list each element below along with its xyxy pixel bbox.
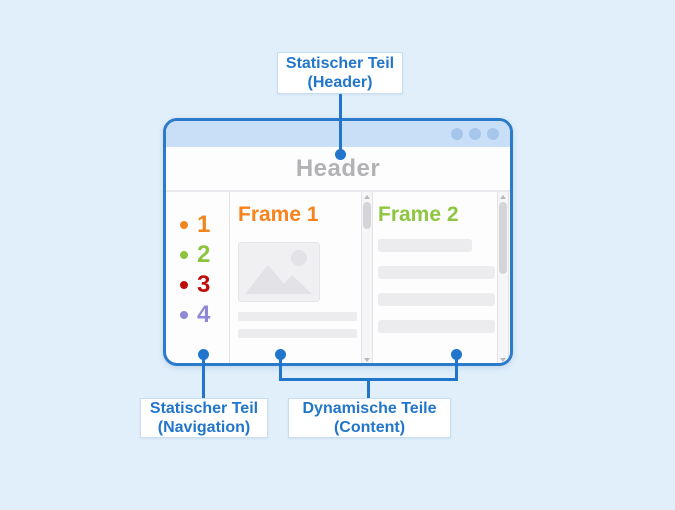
annotation-header-label: Statischer Teil (Header) [277, 52, 403, 94]
nav-item-1[interactable]: 1 [166, 210, 229, 240]
annotation-navigation-label: Statischer Teil (Navigation) [140, 398, 268, 438]
bullet-icon [180, 311, 188, 319]
window-control-dot [451, 128, 463, 140]
window-titlebar [166, 121, 510, 147]
annotation-text: (Header) [307, 74, 373, 91]
bullet-icon [180, 251, 188, 259]
frame1-scrollbar[interactable] [361, 192, 373, 363]
connector-dot-header [335, 149, 346, 160]
nav-item-2[interactable]: 2 [166, 240, 229, 270]
nav-item-label: 2 [197, 241, 211, 268]
bullet-icon [180, 221, 188, 229]
bullet-icon [180, 281, 188, 289]
frame2-scrollbar[interactable] [497, 192, 509, 363]
navigation-frame: 1 2 3 4 [166, 192, 230, 363]
window-control-dot [487, 128, 499, 140]
annotation-content-label: Dynamische Teile (Content) [288, 398, 451, 438]
annotation-text: Dynamische Teile [302, 400, 437, 417]
annotation-text: (Navigation) [157, 419, 251, 436]
scrollbar-thumb[interactable] [363, 202, 371, 229]
annotation-text: Statischer Teil [149, 400, 259, 417]
window-content: 1 2 3 4 Frame 1 [166, 192, 510, 363]
frame2-title: Frame 2 [378, 203, 459, 226]
nav-item-4[interactable]: 4 [166, 300, 229, 330]
scrollbar-thumb[interactable] [499, 202, 507, 274]
nav-item-label: 4 [197, 301, 211, 328]
nav-item-3[interactable]: 3 [166, 270, 229, 300]
connector-line-frame2 [455, 354, 458, 381]
window-control-dot [469, 128, 481, 140]
scroll-down-icon[interactable] [498, 355, 508, 363]
content-frame-1: Frame 1 [230, 192, 361, 363]
scroll-up-icon[interactable] [498, 192, 508, 201]
scroll-up-icon[interactable] [362, 192, 372, 201]
connector-line-content [367, 378, 370, 398]
text-line-placeholder [378, 320, 495, 333]
text-line-placeholder [238, 312, 357, 321]
text-line-placeholder [378, 293, 495, 306]
nav-item-label: 3 [197, 271, 211, 298]
frame1-title: Frame 1 [238, 203, 319, 226]
content-frame-2: Frame 2 [373, 192, 497, 363]
image-placeholder-icon [238, 242, 320, 302]
connector-line-navigation [202, 354, 205, 398]
scroll-down-icon[interactable] [362, 355, 372, 363]
annotation-text: (Content) [333, 419, 406, 436]
text-line-placeholder [238, 329, 357, 338]
text-line-placeholder [378, 239, 472, 252]
nav-item-label: 1 [197, 211, 211, 238]
annotation-text: Statischer Teil [285, 55, 395, 72]
text-line-placeholder [378, 266, 495, 279]
connector-line-header [339, 94, 342, 155]
connector-line-frame1 [279, 354, 282, 381]
